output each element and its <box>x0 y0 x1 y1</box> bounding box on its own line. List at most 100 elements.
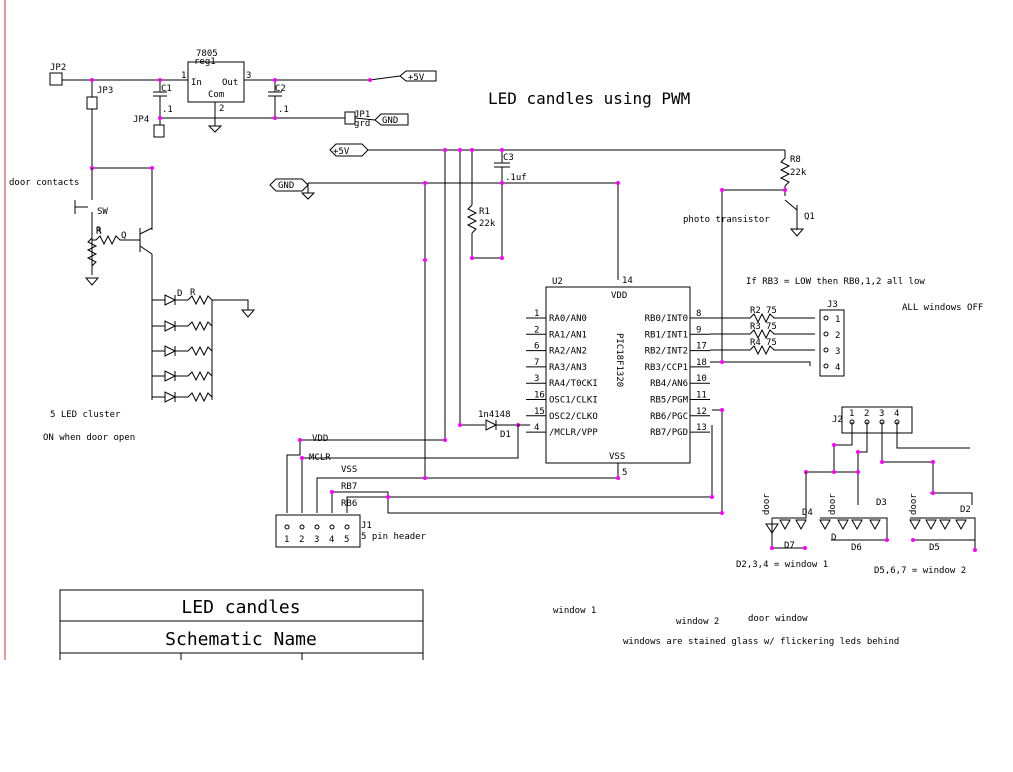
mcu-pin-num: 7 <box>534 358 539 368</box>
resistor-r-b: R <box>96 227 102 237</box>
j3-pin-label: 1 <box>835 315 840 325</box>
note-door-window: door window <box>748 614 808 624</box>
j2-ref: J2 <box>832 415 843 425</box>
mcu-pin-name: RB5/PGM <box>650 396 689 406</box>
led-cluster: D R <box>152 288 256 403</box>
mcu-pin-name: RA3/AN3 <box>549 363 587 373</box>
r3-label: R3 <box>750 322 761 332</box>
regulator-part: 7805 <box>196 49 218 59</box>
net-5v-b: +5V <box>333 147 350 157</box>
r8-label: R8 <box>790 155 801 165</box>
door-label-1: door <box>762 493 772 515</box>
net-rb7: RB7 <box>341 482 357 492</box>
mcu-pin-name: RB0/INT0 <box>645 314 688 324</box>
mcu-pin-name: RB7/PGD <box>650 428 688 438</box>
net-gnd-a: GND <box>382 116 398 126</box>
photo-transistor-label: photo transistor <box>683 215 770 225</box>
regulator-pin1: 1 <box>181 71 186 81</box>
net-gnd-b: GND <box>278 181 294 191</box>
jp2-label: JP2 <box>50 63 66 73</box>
mcu-pin-name: RA1/AN1 <box>549 330 587 340</box>
mcu-pin-num: 4 <box>534 423 539 433</box>
mcu-pin-name: RA2/AN2 <box>549 347 587 357</box>
resistor-r-a: R <box>96 226 102 236</box>
d7-label: D7 <box>784 541 795 551</box>
mcu-vdd: VDD <box>611 291 627 301</box>
title-block-project: LED candles <box>181 597 300 618</box>
regulator-body <box>187 61 245 103</box>
note-d567: D5,6,7 = window 2 <box>874 566 966 576</box>
j2-header <box>841 406 913 434</box>
j2-pin-label: 3 <box>879 409 884 419</box>
q1-label: Q1 <box>804 212 815 222</box>
jp1-label: JP1 <box>354 110 370 120</box>
mcu-pin-num: 8 <box>696 309 701 319</box>
regulator-ref: reg1 <box>194 57 216 67</box>
d1-part: 1n4148 <box>478 410 511 420</box>
mcu-pin-num: 2 <box>534 325 539 335</box>
j1-pin-label: 4 <box>329 535 334 545</box>
r8-value: 22k <box>790 168 807 178</box>
r2-label: R2 <box>750 306 761 316</box>
j3-pin-label: 2 <box>835 331 840 341</box>
cluster-led-d: D <box>177 289 182 299</box>
cluster-on-label: ON when door open <box>43 433 135 443</box>
diode-d1: 1n4148 D1 <box>478 410 520 440</box>
c1-value: .1 <box>162 105 173 115</box>
transistor-q-label: Q <box>121 231 126 241</box>
title-block: LED candles Schematic Name <box>59 589 424 660</box>
note-window2: window 2 <box>676 617 719 627</box>
net-vdd: VDD <box>312 434 328 444</box>
mcu-part: PIC18F1320 <box>614 333 624 387</box>
c3-value: .1uf <box>505 173 527 183</box>
mcu-power-rails: +5V GND C3 .1uf R1 22k <box>269 143 785 478</box>
d4-label: D4 <box>802 508 813 518</box>
mcu-vss: VSS <box>609 452 625 462</box>
mcu-pin-num: 10 <box>696 374 707 384</box>
r3-value: 75 <box>766 322 777 332</box>
d1-ref: D1 <box>500 430 511 440</box>
j2-pin-label: 2 <box>864 409 869 419</box>
mcu-pin-num: 9 <box>696 325 701 335</box>
j1-pin-label: 5 <box>344 535 349 545</box>
mcu-pin-name: RB2/INT2 <box>645 347 688 357</box>
j1-label: 5 pin header <box>361 532 427 542</box>
photo-transistor-section: R8 22k Q1 photo transistor <box>683 150 815 362</box>
mcu-pin-name: /MCLR/VPP <box>549 428 598 438</box>
j1-ref: J1 <box>361 521 372 531</box>
mcu-pin-name: OSC2/CLKO <box>549 412 598 422</box>
door-label-3: door <box>909 493 919 515</box>
switch-label: SW <box>97 207 108 217</box>
c1-label: C1 <box>161 84 172 94</box>
mcu-pin-name: RA4/T0CKI <box>549 379 598 389</box>
r4-value: 75 <box>766 338 777 348</box>
d2-label: D2 <box>960 505 971 515</box>
j3-header <box>819 309 845 377</box>
mcu-vdd-pin: 14 <box>622 276 633 286</box>
mcu-pin-num: 3 <box>534 374 539 384</box>
note-d234: D2,3,4 = window 1 <box>736 560 828 570</box>
mcu-pin-num: 16 <box>534 391 545 401</box>
mcu-pin-name: RB4/AN6 <box>650 379 688 389</box>
mcu-vss-pin: 5 <box>622 468 627 478</box>
regulator-pin3: 3 <box>246 71 251 81</box>
r2-value: 75 <box>766 306 777 316</box>
r1-value: 22k <box>479 219 496 229</box>
jp2-box <box>49 72 63 86</box>
c2-value: .1 <box>278 105 289 115</box>
j1-header <box>275 514 361 548</box>
j1-pin-label: 1 <box>284 535 289 545</box>
net-mclr: MCLR <box>309 453 331 463</box>
mcu-pin-name: OSC1/CLKI <box>549 396 598 406</box>
mcu-right-pins: 8RB0/INT09RB1/INT117RB2/INT218RB3/CCP110… <box>645 309 710 438</box>
j3-pin-label: 3 <box>835 347 840 357</box>
power-section: JP2 7805 reg1 In Out Com 1 3 2 C1 .1 C2 … <box>49 49 437 138</box>
j3-pin-label: 4 <box>835 363 840 373</box>
mcu-pin-num: 13 <box>696 423 707 433</box>
j2-pin-label: 4 <box>894 409 899 419</box>
mcu-pin-num: 12 <box>696 407 707 417</box>
